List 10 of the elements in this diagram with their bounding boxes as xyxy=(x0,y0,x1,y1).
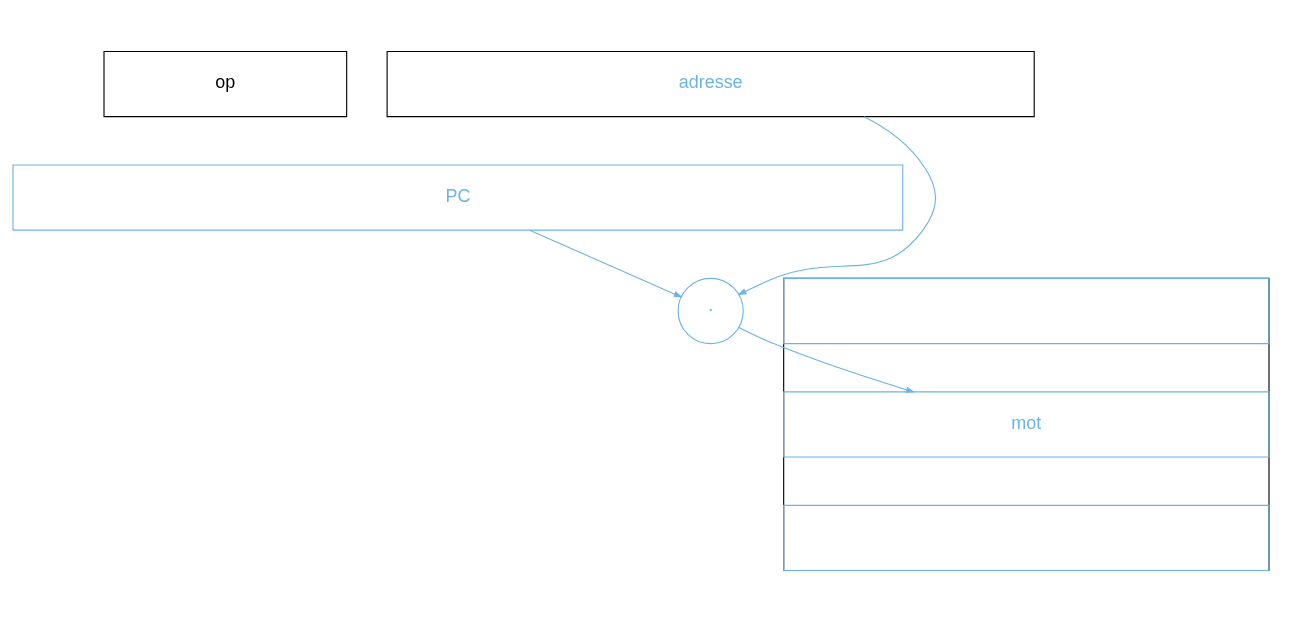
node-circle: · xyxy=(677,277,744,344)
node-box: mot xyxy=(783,390,1270,458)
node-box xyxy=(783,277,1270,344)
node-box: PC xyxy=(12,163,904,231)
node-box: op xyxy=(103,50,348,117)
arrow xyxy=(529,229,683,298)
arrow xyxy=(738,326,915,393)
node-box: adresse xyxy=(386,50,1035,117)
arrow xyxy=(737,115,937,295)
node-box xyxy=(783,504,1270,571)
